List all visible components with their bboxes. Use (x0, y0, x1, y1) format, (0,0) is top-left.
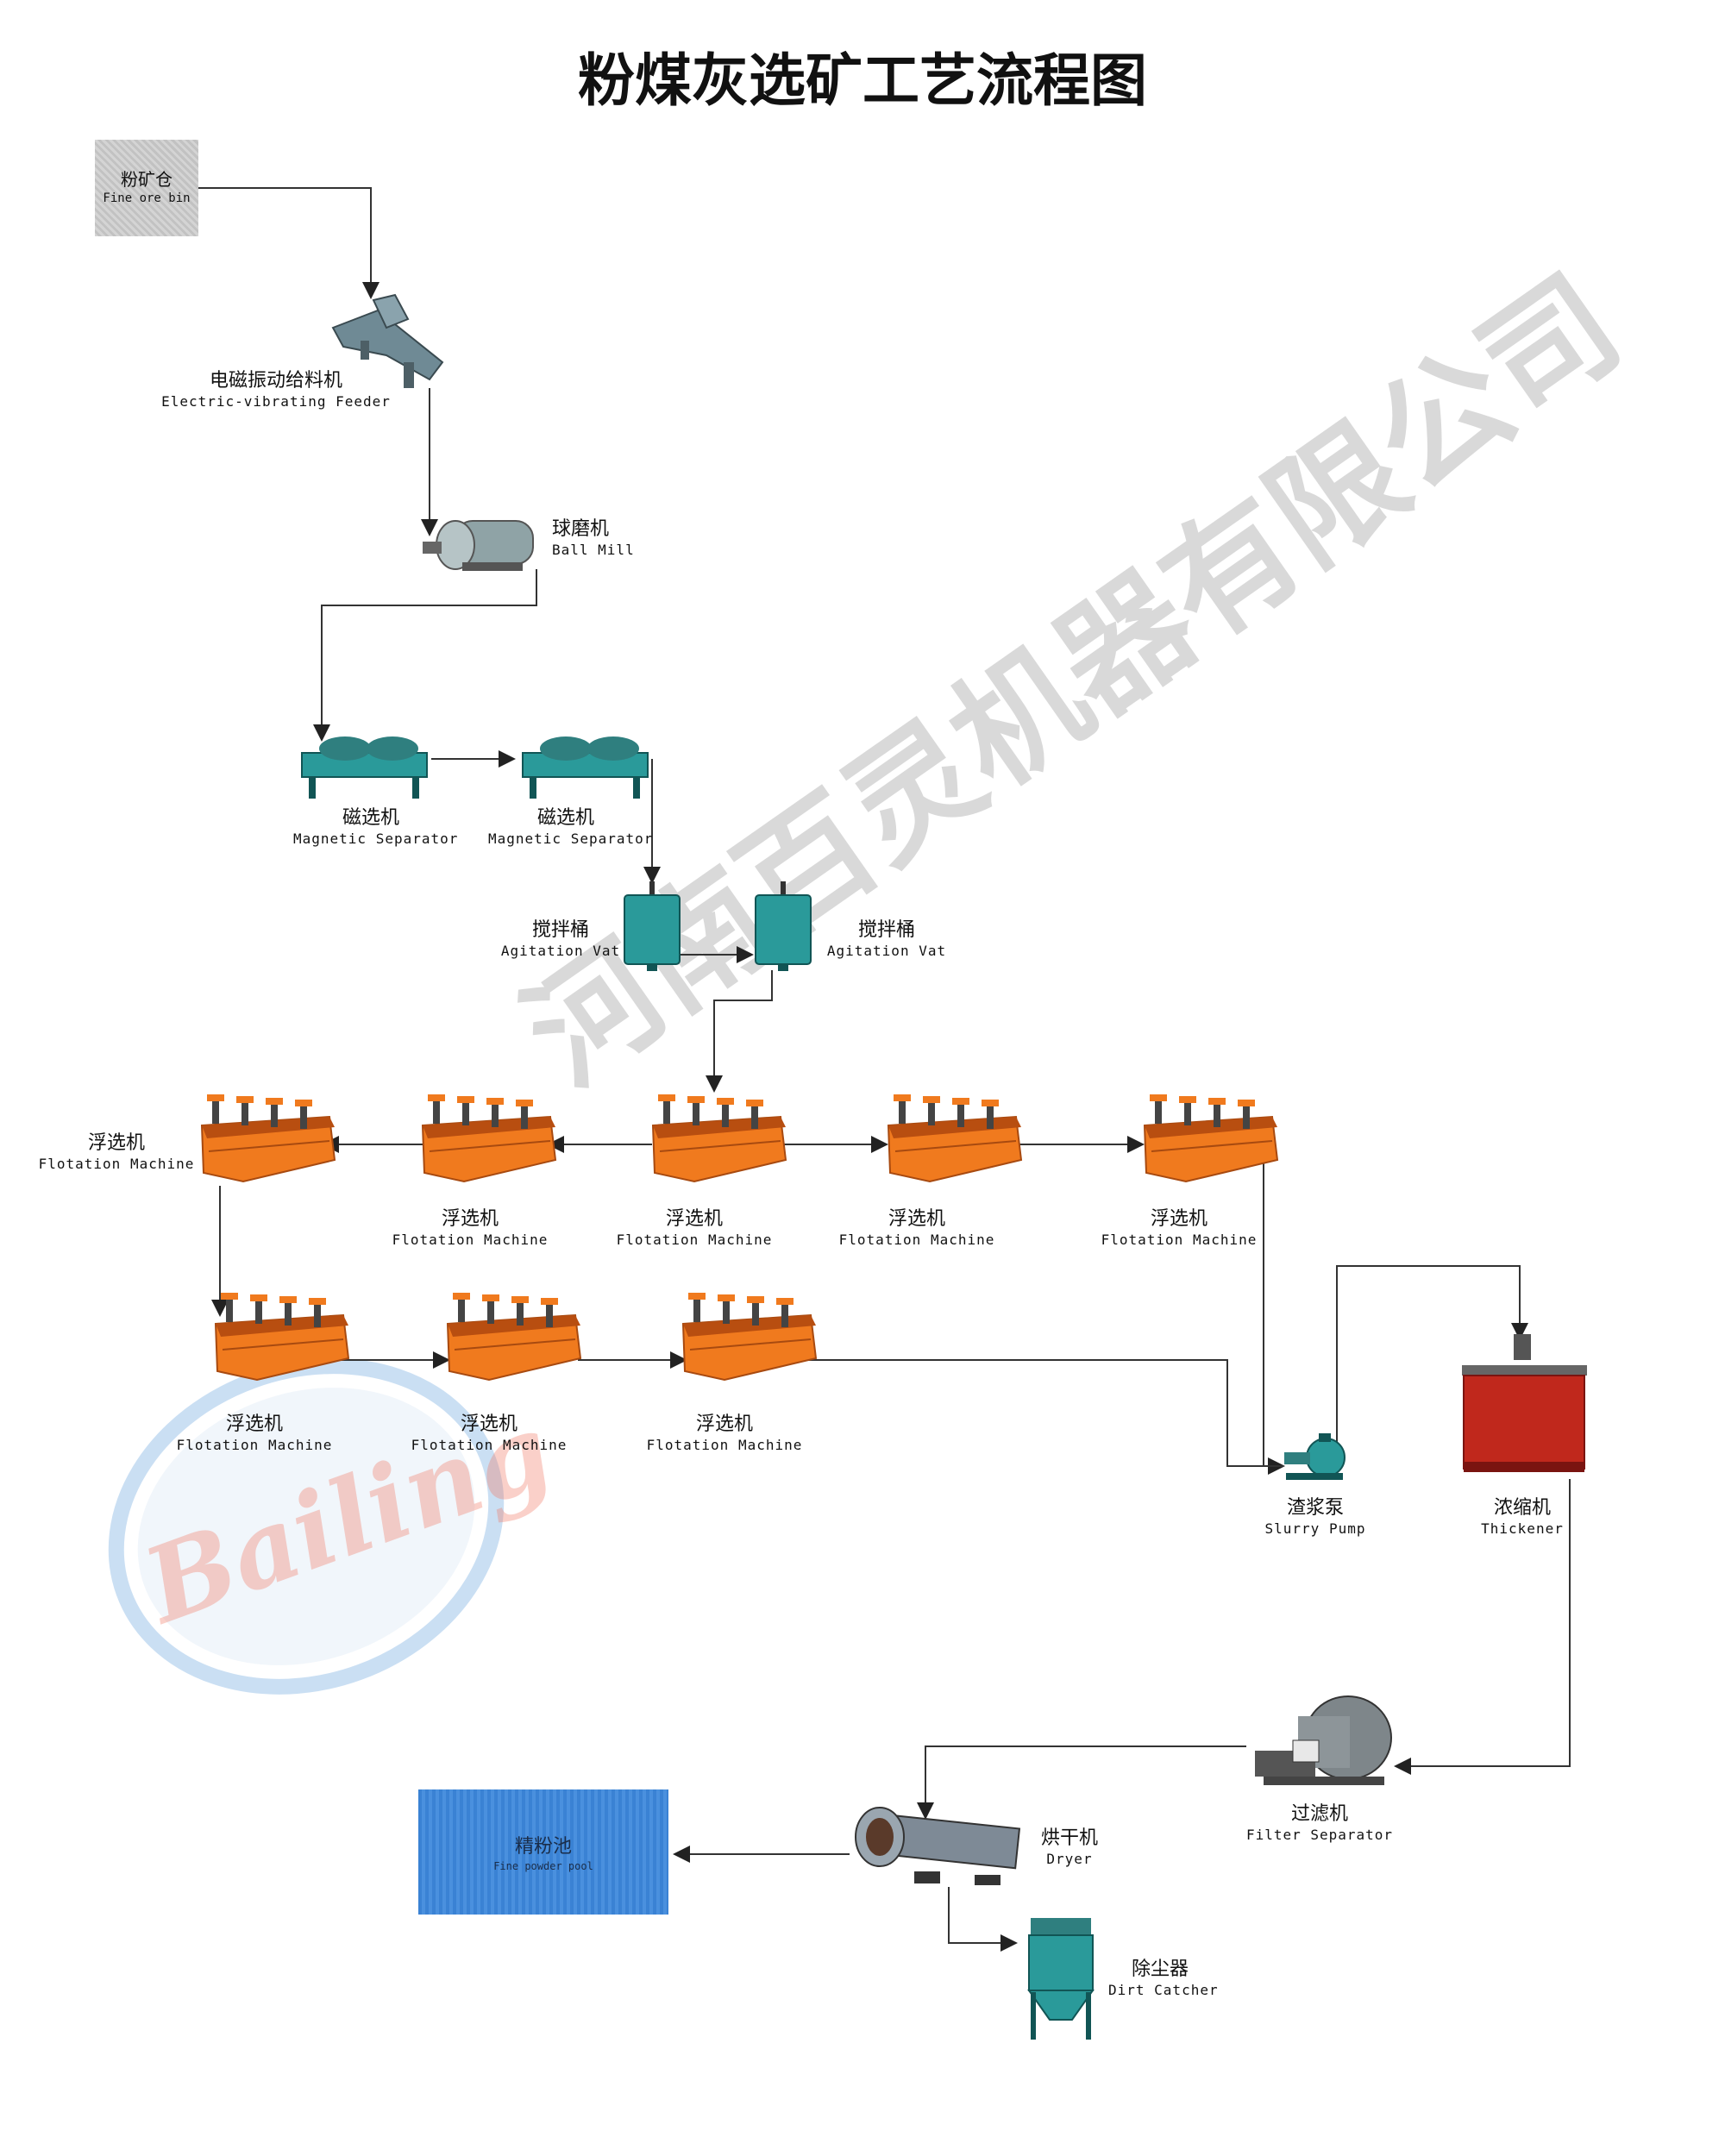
agitation-2-label-en: Agitation Vat (826, 943, 947, 959)
page-title: 粉煤灰选矿工艺流程图 (578, 47, 1147, 114)
magsep-2-label-zh: 磁选机 (536, 807, 594, 829)
thickener-label: 浓缩机 Thickener (1462, 1496, 1583, 1538)
agitation-2-label-zh: 搅拌桶 (857, 919, 915, 941)
dirt-catcher-label: 除尘器 Dirt Catcher (1108, 1958, 1219, 1999)
flot-left-label: 浮选机 Flotation Machine (34, 1131, 198, 1173)
flot-r2-2-label-zh: 浮选机 (460, 1413, 518, 1435)
fine-ore-bin-label: 粉矿仓 (121, 169, 172, 190)
thickener-icon (1462, 1334, 1587, 1472)
magsep-2-label-en: Magnetic Separator (488, 830, 654, 847)
flot-r1-3-label: 浮选机 Flotation Machine (612, 1207, 776, 1249)
flot-r1-3-label-en: Flotation Machine (616, 1232, 773, 1248)
filter-label-en: Filter Separator (1245, 1827, 1394, 1843)
dryer-icon (855, 1807, 1021, 1885)
line-bin-to-feeder (198, 187, 380, 299)
fine-powder-pool-box: 精粉池 Fine powder pool (418, 1789, 668, 1915)
slurry-pump-icon (1284, 1433, 1346, 1480)
magsep-1-label: 磁选机 Magnetic Separator (293, 806, 459, 848)
flot-r2-3-label-en: Flotation Machine (646, 1437, 803, 1453)
line-filter-to-dryer (917, 1745, 1246, 1820)
line-dryer-to-dust (948, 1887, 1018, 1952)
ball-mill-label: 球磨机 Ball Mill (552, 517, 638, 559)
feeder-label-en: Electric-vibrating Feeder (161, 393, 391, 410)
flot-r2-1-label-zh: 浮选机 (225, 1413, 283, 1435)
flot-r2-3-label-zh: 浮选机 (695, 1413, 753, 1435)
flotation-machine-r1-3-icon (651, 1094, 787, 1183)
flotation-machine-r1-2-icon (421, 1094, 557, 1183)
agitation-vat-1-icon (624, 881, 681, 971)
thickener-label-en: Thickener (1481, 1520, 1564, 1537)
flot-r2-2-label-en: Flotation Machine (411, 1437, 568, 1453)
slurry-pump-label-en: Slurry Pump (1264, 1520, 1366, 1537)
dirt-catcher-icon (1027, 1918, 1095, 2040)
agitation-vat-2-icon (755, 881, 812, 971)
feeder-label-zh: 电磁振动给料机 (209, 370, 342, 392)
flot-r1-2-label: 浮选机 Flotation Machine (388, 1207, 552, 1249)
flotation-machine-r1-4-icon (887, 1094, 1023, 1183)
flot-left-label-en: Flotation Machine (38, 1156, 195, 1172)
fine-powder-pool-label: 精粉池 (514, 1836, 572, 1858)
magsep-2-label: 磁选机 Magnetic Separator (488, 806, 654, 848)
fine-powder-pool-label-en: Fine powder pool (493, 1860, 593, 1872)
ball-mill-label-zh: 球磨机 (552, 518, 610, 540)
flot-r1-4-label-zh: 浮选机 (888, 1208, 945, 1230)
slurry-pump-label-zh: 渣浆泵 (1286, 1497, 1344, 1519)
flot-r2-1-label-en: Flotation Machine (176, 1437, 333, 1453)
dryer-label-zh: 烘干机 (1040, 1827, 1098, 1849)
ball-mill-label-en: Ball Mill (552, 542, 635, 558)
magsep-1-label-zh: 磁选机 (342, 807, 399, 829)
flot-r2-1-label: 浮选机 Flotation Machine (172, 1413, 336, 1454)
line-thickener-to-filter (1394, 1479, 1571, 1775)
feeder-icon (331, 293, 444, 388)
flotation-machine-left-icon (200, 1094, 336, 1183)
line-r2c-to-pump (806, 1359, 1285, 1475)
line-mill-to-magsep1 (313, 569, 537, 742)
flot-r2-3-label: 浮选机 Flotation Machine (643, 1413, 806, 1454)
filter-label-zh: 过滤机 (1290, 1803, 1348, 1825)
magnetic-separator-2-icon (522, 736, 649, 799)
flot-r1-5-label: 浮选机 Flotation Machine (1097, 1207, 1261, 1249)
dryer-label-en: Dryer (1046, 1851, 1093, 1867)
flot-r1-4-label-en: Flotation Machine (838, 1232, 995, 1248)
thickener-label-zh: 浓缩机 (1493, 1497, 1551, 1519)
flot-r1-4-label: 浮选机 Flotation Machine (835, 1207, 999, 1249)
flot-r1-2-label-zh: 浮选机 (441, 1208, 499, 1230)
filter-label: 过滤机 Filter Separator (1242, 1802, 1397, 1844)
agitation-1-label: 搅拌桶 Agitation Vat (500, 918, 621, 960)
flotation-machine-r2-3-icon (681, 1293, 818, 1382)
line-agit2-to-flot3 (706, 970, 773, 1093)
agitation-2-label: 搅拌桶 Agitation Vat (826, 918, 947, 960)
dirt-catcher-label-zh: 除尘器 (1131, 1959, 1189, 1980)
flot-r1-2-label-en: Flotation Machine (392, 1232, 549, 1248)
filter-separator-icon (1255, 1695, 1392, 1785)
agitation-1-label-en: Agitation Vat (500, 943, 621, 959)
magsep-1-label-en: Magnetic Separator (293, 830, 459, 847)
feeder-label: 电磁振动给料机 Electric-vibrating Feeder (151, 369, 401, 411)
flot-r1-5-label-en: Flotation Machine (1101, 1232, 1258, 1248)
flotation-machine-r2-1-icon (214, 1293, 350, 1382)
flotation-machine-r1-5-icon (1143, 1094, 1279, 1183)
fine-ore-bin-box: 粉矿仓 Fine ore bin (95, 140, 198, 236)
dirt-catcher-label-en: Dirt Catcher (1108, 1982, 1219, 1998)
slurry-pump-label: 渣浆泵 Slurry Pump (1251, 1496, 1380, 1538)
magnetic-separator-1-icon (301, 736, 428, 799)
flot-r1-5-label-zh: 浮选机 (1150, 1208, 1208, 1230)
flotation-machine-r2-2-icon (446, 1293, 582, 1382)
agitation-1-label-zh: 搅拌桶 (531, 919, 589, 941)
line-pump-to-thickener (1336, 1265, 1528, 1449)
flot-r1-3-label-zh: 浮选机 (665, 1208, 723, 1230)
flot-left-label-zh: 浮选机 (87, 1132, 145, 1154)
flot-r2-2-label: 浮选机 Flotation Machine (407, 1413, 571, 1454)
dryer-label: 烘干机 Dryer (1031, 1827, 1108, 1868)
bailing-logo: Bailing (104, 1354, 567, 1699)
ball-mill-icon (423, 520, 534, 571)
line-flot5-to-pump (1263, 1151, 1283, 1467)
fine-ore-bin-label-en: Fine ore bin (103, 191, 191, 205)
